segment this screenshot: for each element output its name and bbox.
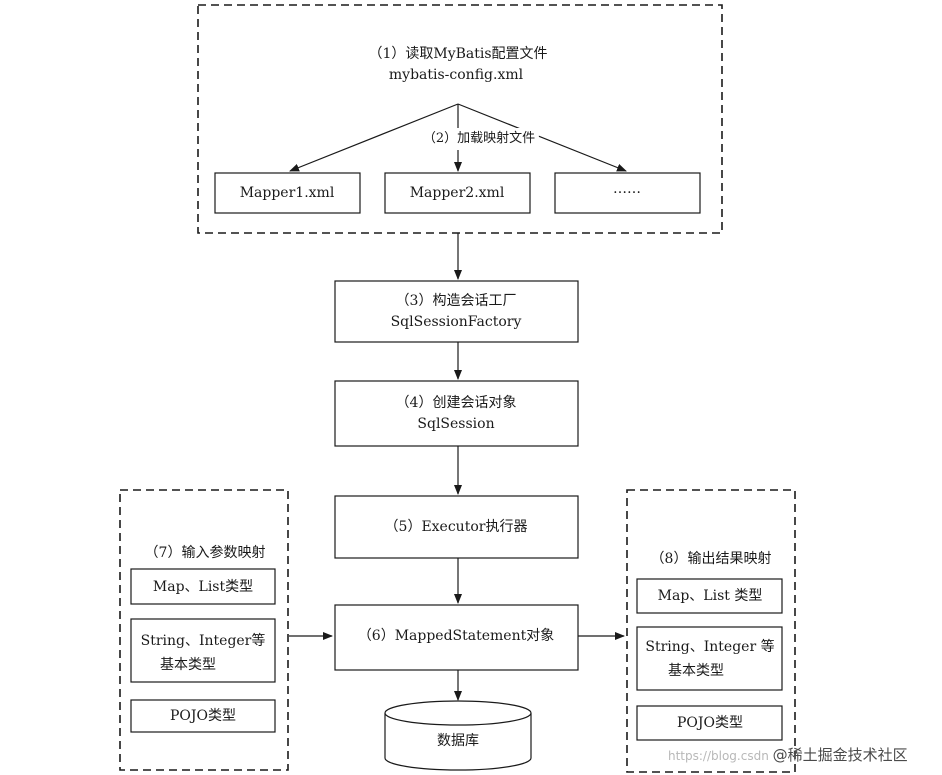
- step-factory-class: SqlSessionFactory: [390, 314, 522, 330]
- mapper-more-label: ……: [613, 181, 641, 197]
- step-factory-title: （3）构造会话工厂: [395, 293, 517, 309]
- watermark-brand: @稀土掘金技术社区: [772, 746, 908, 764]
- watermark: https://blog.csdn @稀土掘金技术社区: [668, 744, 908, 765]
- config-title: （1）读取MyBatis配置文件: [368, 46, 548, 62]
- step-statement-box: [334, 604, 579, 671]
- input-type-basic-line2: 基本类型: [160, 657, 216, 673]
- output-type-map-list-box: [636, 578, 783, 614]
- arrow-config-to-mapper-more: [457, 103, 627, 172]
- database-cylinder: [384, 713, 532, 771]
- mapper1-box: [214, 172, 361, 214]
- step-statement-title: （6）MappedStatement对象: [357, 628, 555, 644]
- output-type-basic-box: [636, 626, 783, 691]
- mapper1-label: Mapper1.xml: [239, 185, 335, 201]
- config-dashed-container: [197, 4, 723, 234]
- input-mapping-title: （7）输入参数映射: [144, 545, 266, 561]
- step-session-box: [334, 380, 579, 447]
- config-filename: mybatis-config.xml: [388, 67, 524, 83]
- mapper-more-box: [554, 172, 701, 214]
- watermark-url: https://blog.csdn: [668, 749, 769, 763]
- step-factory-box: [334, 280, 579, 343]
- input-type-pojo-box: [130, 699, 276, 733]
- output-type-pojo-box: [636, 705, 783, 741]
- input-type-map-list-box: [130, 568, 276, 605]
- step-executor-title: （5）Executor执行器: [384, 519, 528, 535]
- input-type-basic-line1: String、Integer等: [140, 633, 266, 649]
- arrow-config-to-mapper1: [289, 103, 459, 172]
- output-mapping-container: [626, 489, 796, 773]
- input-type-map-list: Map、List类型: [152, 579, 254, 595]
- database-label: 数据库: [437, 733, 479, 749]
- step-session-class: SqlSession: [417, 416, 495, 432]
- load-mappers-label: （2）加载映射文件: [418, 128, 540, 150]
- mapper2-label: Mapper2.xml: [409, 185, 505, 201]
- output-mapping-title: （8）输出结果映射: [650, 551, 772, 567]
- output-type-basic-line1: String、Integer 等: [645, 639, 775, 655]
- step-session-title: （4）创建会话对象: [395, 395, 517, 411]
- input-type-pojo: POJO类型: [170, 708, 236, 724]
- input-type-basic-box: [130, 618, 276, 683]
- database-cylinder-top: [384, 700, 532, 726]
- step-executor-box: [334, 495, 579, 559]
- mapper2-box: [384, 172, 531, 214]
- output-type-basic-line2: 基本类型: [668, 663, 724, 679]
- output-type-map-list: Map、List 类型: [657, 588, 763, 604]
- output-type-pojo: POJO类型: [677, 715, 743, 731]
- input-mapping-container: [119, 489, 289, 771]
